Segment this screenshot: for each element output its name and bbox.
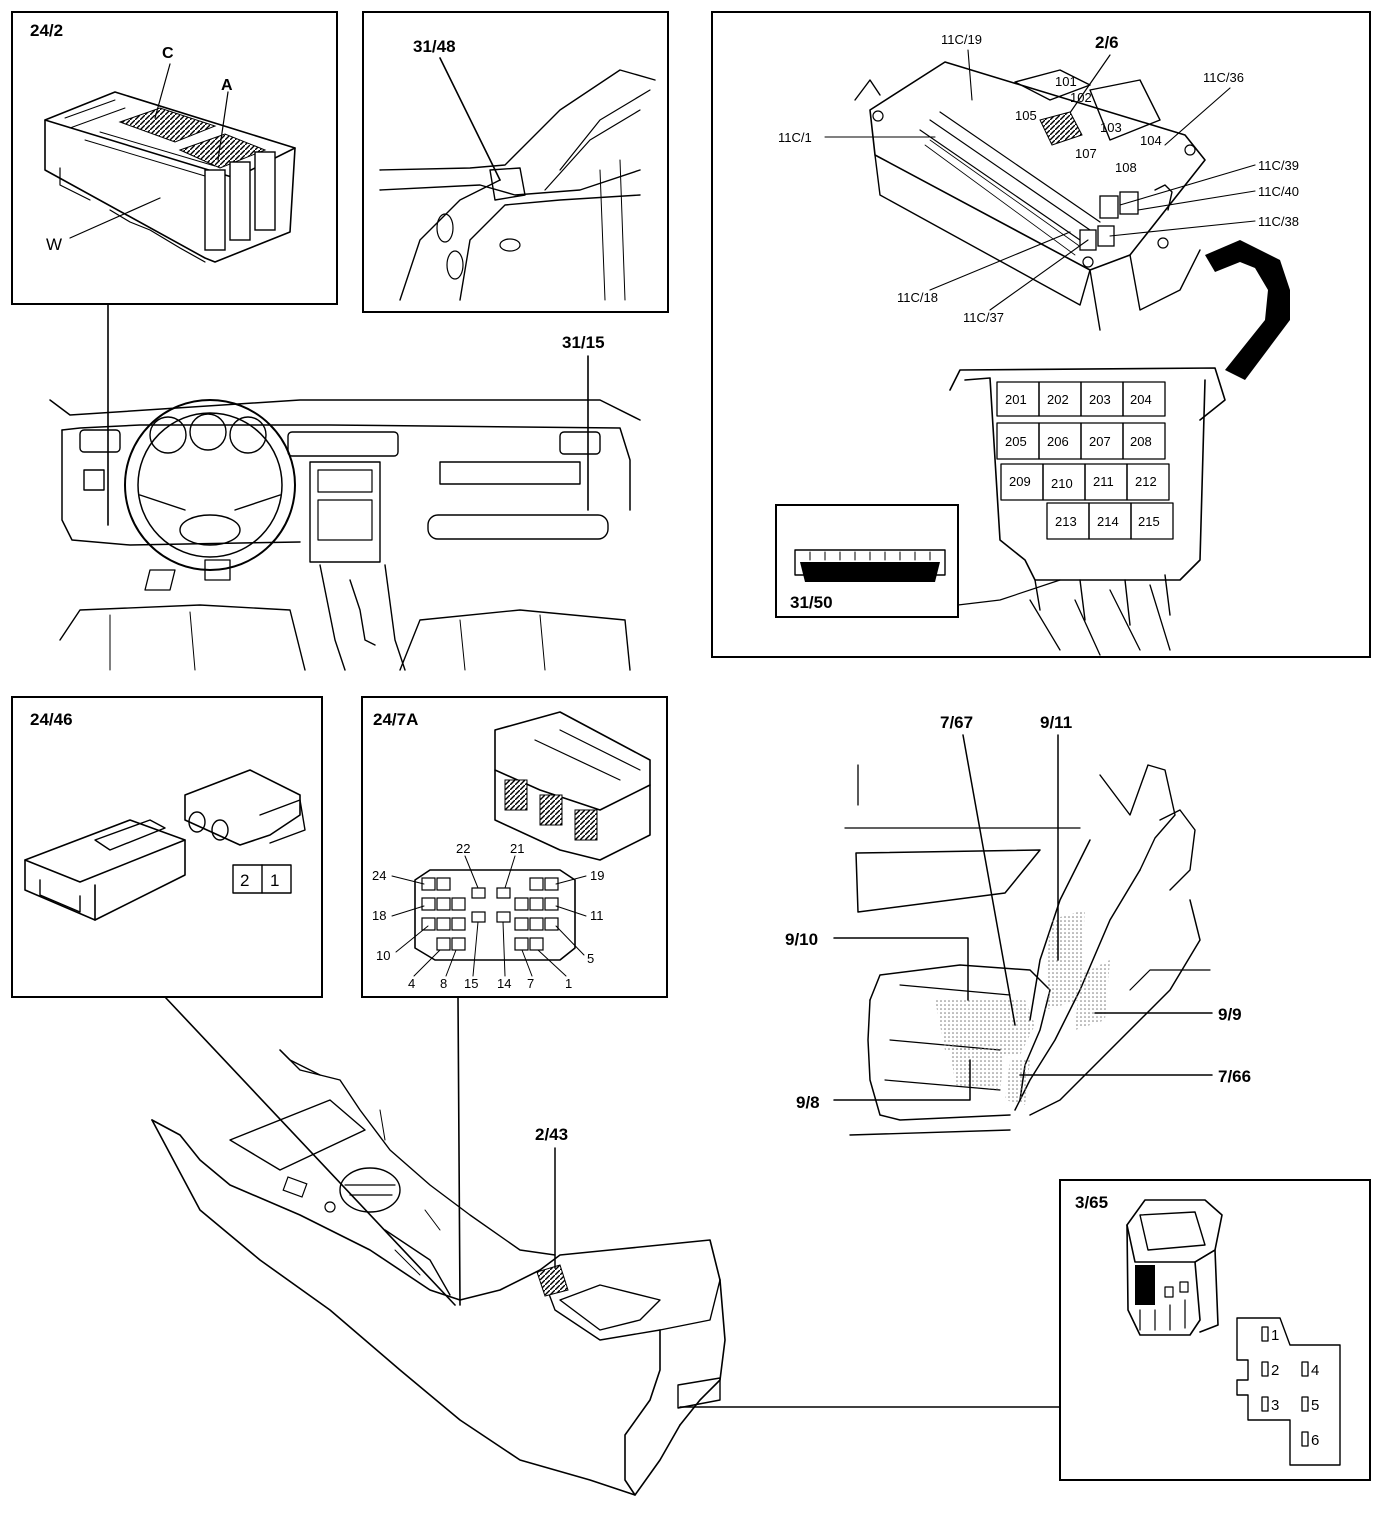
conn-11c-39: 11C/39 (1258, 158, 1299, 173)
label-7-66: 7/66 (1218, 1067, 1251, 1086)
switch-pin-6: 6 (1311, 1432, 1319, 1449)
switch-pin-2: 2 (1271, 1362, 1279, 1379)
conn-11c-36: 11C/36 (1203, 70, 1244, 85)
label-w: W (46, 235, 62, 254)
relay-201: 201 (1005, 392, 1027, 407)
pin-label-1: 1 (565, 976, 572, 991)
pin-label-7: 7 (527, 976, 534, 991)
relay-215: 215 (1138, 514, 1160, 529)
relay-108: 108 (1115, 160, 1137, 175)
fusebox-title: 2/6 (1095, 33, 1119, 52)
label-a: A (221, 77, 233, 94)
panel-24-7a: 24/7A 22 21 (361, 696, 668, 998)
relay-101: 101 (1055, 74, 1077, 89)
door-pillar-drawing (379, 69, 656, 301)
relay-204: 204 (1130, 392, 1152, 407)
relay-206: 206 (1047, 434, 1069, 449)
label-9-10: 9/10 (785, 930, 818, 949)
pin-label-10: 10 (376, 948, 390, 963)
conn-11c-40: 11C/40 (1258, 184, 1299, 199)
connector-block-24-2-drawing (44, 91, 296, 263)
pin-label-15: 15 (464, 976, 478, 991)
pin-label-14: 14 (497, 976, 511, 991)
seat-labels: 7/67 9/11 9/10 9/9 7/66 9/8 (785, 713, 1251, 1112)
panel-24-46: 24/46 2 1 (11, 696, 323, 998)
connector-24-7a-face (414, 869, 576, 961)
relay-214: 214 (1097, 514, 1119, 529)
relay-102: 102 (1070, 90, 1092, 105)
conn-11c-38: 11C/38 (1258, 214, 1299, 229)
relay-205: 205 (1005, 434, 1027, 449)
relay-107: 107 (1075, 146, 1097, 161)
relay-103: 103 (1100, 120, 1122, 135)
connector-24-7a-3d-drawing (494, 711, 651, 861)
switch-pin-5: 5 (1311, 1397, 1319, 1414)
panel-24-46-title: 24/46 (30, 710, 73, 729)
conn-11c-19: 11C/19 (941, 32, 982, 47)
panel-24-2-title: 24/2 (30, 21, 63, 40)
dashboard-drawing: 31/15 (49, 304, 641, 671)
pin-label-4: 4 (408, 976, 415, 991)
pin-label-24: 24 (372, 868, 386, 883)
relay-212: 212 (1135, 474, 1157, 489)
upper-fusebox-drawing (854, 61, 1206, 331)
pin-label-19: 19 (590, 868, 604, 883)
conn-11c-18: 11C/18 (897, 290, 938, 305)
inset-31-50-title: 31/50 (790, 593, 833, 612)
relay-213: 213 (1055, 514, 1077, 529)
relay-209: 209 (1009, 474, 1031, 489)
label-c: C (162, 45, 174, 62)
switch-pin-1: 1 (1271, 1327, 1279, 1344)
panel-31-15-title: 31/15 (562, 333, 605, 352)
relay-105: 105 (1015, 108, 1037, 123)
panel-fusebox: 2/6 101 102 103 104 105 107 10 (711, 11, 1371, 658)
panel-31-48-title: 31/48 (413, 37, 456, 56)
lower-relay-box-drawing (949, 367, 1226, 626)
center-console-drawing (151, 996, 726, 1496)
arrow-flip-indicator (1205, 240, 1290, 380)
lower-relay-grid (996, 381, 1174, 540)
pin-label-18: 18 (372, 908, 386, 923)
inset-31-50: 31/50 (775, 504, 1061, 618)
label-9-8: 9/8 (796, 1093, 820, 1112)
switch-pin-4: 4 (1311, 1362, 1319, 1379)
connector-24-46-drawing (24, 769, 306, 921)
pin-label-22: 22 (456, 841, 470, 856)
panel-24-2: 24/2 C A W (11, 11, 338, 305)
seat-drawing (844, 764, 1211, 1136)
relay-104: 104 (1140, 133, 1162, 148)
relay-202: 202 (1047, 392, 1069, 407)
relay-207: 207 (1089, 434, 1111, 449)
relay-208: 208 (1130, 434, 1152, 449)
relay-211: 211 (1093, 474, 1114, 489)
pin-1: 1 (270, 871, 279, 890)
relay-210: 210 (1051, 476, 1073, 491)
relay-203: 203 (1089, 392, 1111, 407)
label-9-9: 9/9 (1218, 1005, 1242, 1024)
label-9-11: 9/11 (1040, 713, 1072, 732)
conn-11c-1: 11C/1 (778, 130, 812, 145)
panel-3-65: 3/65 1 2 4 3 5 6 (1059, 1179, 1371, 1481)
switch-pin-3: 3 (1271, 1397, 1279, 1414)
panel-3-65-title: 3/65 (1075, 1193, 1108, 1212)
panel-31-48: 31/48 (362, 11, 669, 313)
switch-3-65-drawing (1126, 1199, 1223, 1336)
pin-2: 2 (240, 871, 249, 890)
label-2-43: 2/43 (535, 1125, 568, 1144)
pin-label-21: 21 (510, 841, 524, 856)
pin-label-11: 11 (590, 908, 604, 923)
conn-11c-37: 11C/37 (963, 310, 1004, 325)
pin-label-5: 5 (587, 951, 594, 966)
label-7-67: 7/67 (940, 713, 973, 732)
pin-label-8: 8 (440, 976, 447, 991)
panel-24-7a-title: 24/7A (373, 710, 418, 729)
